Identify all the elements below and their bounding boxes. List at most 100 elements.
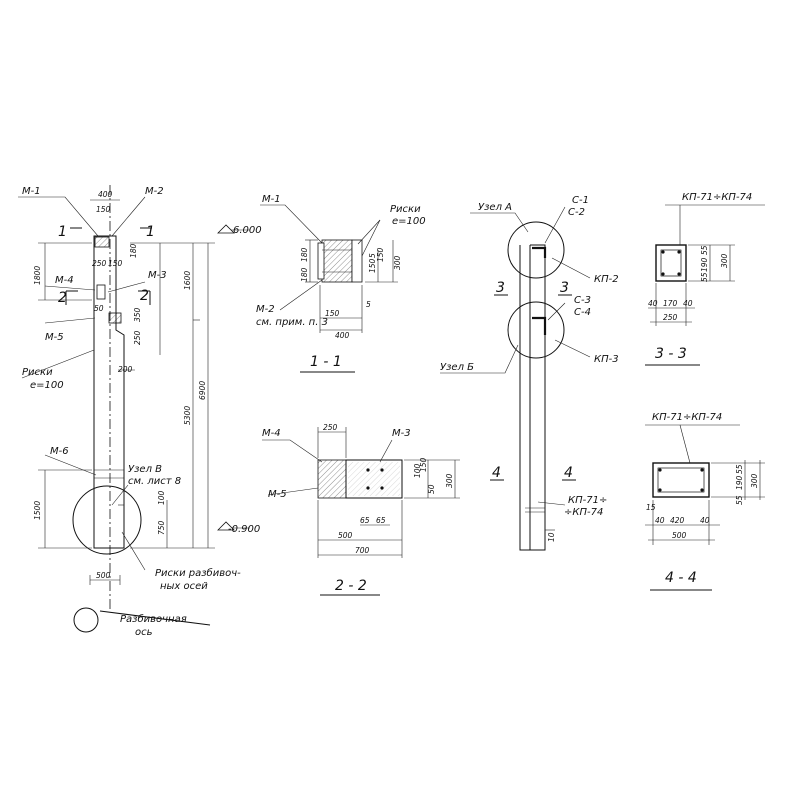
dim: 500 [338,531,353,540]
dim: 500 [672,531,687,540]
section-title-3-3: 3 - 3 [655,346,687,362]
label-m4: М-4 [262,428,281,439]
label-kp: КП-71÷КП-74 [682,192,752,203]
dim: 350 [133,307,142,322]
label-kp71: КП-71÷ [568,495,607,506]
dim: 180 [300,267,309,282]
section-3-3: КП-71÷КП-74 3 - 3 55 190 55 300 40 170 4… [645,192,765,366]
label-m2-note: см. прим. п. 3 [256,317,328,328]
dim: 250 [323,423,338,432]
label-m3: М-3 [148,270,167,281]
section-2-2: М-4 М-3 М-5 2 - 2 250 100 150 50 300 65 … [262,423,460,596]
dim: 190 [700,257,709,272]
label-axis-2: ось [135,627,153,638]
dim: 180 [300,247,309,262]
dim: 170 [663,299,678,308]
label-m1: М-1 [262,194,281,205]
dim: 10 [547,532,556,542]
dim: 15 [646,503,656,512]
dim: 190 [735,475,744,490]
dim: 200 [118,365,133,374]
cut-2-right: 2 [140,288,149,304]
dim: 300 [445,473,454,488]
label-m1: М-1 [22,186,41,197]
dim: 750 [157,520,166,535]
dim: 40 [655,516,665,525]
label-c2: С-2 [568,207,585,218]
label-c3: С-3 [574,295,591,306]
cut-2-left: 2 [58,290,67,306]
cut-3-left: 3 [496,280,505,296]
dim: 400 [335,331,350,340]
dim: 250 [92,259,107,268]
dim: 100 [157,490,166,505]
dim: 150 [376,247,385,262]
dim: 65 [360,516,370,525]
dim: 180 [129,243,138,258]
dim: 5 [366,300,371,309]
dim: 1600 [183,271,192,290]
label-risks: Риски [390,204,421,215]
dim: 400 [98,190,113,199]
dim: 40 [683,299,693,308]
elevation-top: 6.000 [233,225,262,236]
dim: 1800 [33,266,42,285]
label-m2: М-2 [256,304,275,315]
label-axis-risks-2: ных осей [160,581,208,592]
label-node-b: Узел Б [440,362,474,373]
elevation-bottom: -0.900 [228,524,260,535]
side-view: Узел А С-1 С-2 КП-2 С-3 С-4 КП-3 Узел Б … [440,195,619,551]
dim: 150 [368,258,377,273]
section-4-4: КП-71÷КП-74 4 - 4 55 190 55 300 15 40 42… [645,412,765,591]
dim: 150 [108,259,123,268]
dim: 1500 [33,501,42,520]
dim: 40 [700,516,710,525]
dim: 300 [720,253,729,268]
label-m5: М-5 [268,489,287,500]
dim: 55 [700,245,709,255]
label-kp: КП-71÷КП-74 [652,412,722,423]
dim: 420 [670,516,685,525]
dim: 50 [427,484,436,494]
section-title-4-4: 4 - 4 [665,570,697,586]
cut-1-left: 1 [58,224,67,240]
dim: 65 [376,516,386,525]
dim: 100 [413,463,422,478]
dim: 5300 [183,406,192,425]
label-risks-step: е=100 [30,380,64,391]
dim: 250 [133,330,142,345]
cut-3-right: 3 [560,280,569,296]
label-c4: С-4 [574,307,591,318]
column-elevation: М-1 М-2 М-4 М-3 М-5 М-6 Риски е=100 Узел… [18,185,262,638]
dim: 300 [750,473,759,488]
label-risks: Риски [22,367,53,378]
label-m6: М-6 [50,446,69,457]
dim: 55 [735,495,744,505]
label-risks-step: е=100 [392,216,426,227]
label-axis: Разбивочная [120,613,187,625]
label-c1: С-1 [572,195,589,206]
label-kp74: ÷КП-74 [564,507,603,518]
dim: 250 [663,313,678,322]
label-m3: М-3 [392,428,411,439]
dim: 150 [325,309,340,318]
label-node-v-ref: см. лист 8 [128,476,181,487]
label-kp3: КП-3 [594,354,619,365]
dim: 55 [700,272,709,282]
section-title-2-2: 2 - 2 [335,578,367,594]
cut-4-left: 4 [492,465,501,481]
dim: 700 [355,546,370,555]
dim: 150 [419,457,428,472]
dim: 300 [393,255,402,270]
cut-1-right: 1 [146,224,155,240]
dim: 6900 [198,381,207,400]
dim: 150 [96,205,111,214]
dim: 40 [648,299,658,308]
section-1-1: М-1 Риски е=100 М-2 см. прим. п. 3 1 - 1… [256,194,426,373]
cut-4-right: 4 [564,465,573,481]
dim: 55 [735,464,744,474]
label-m5: М-5 [45,332,64,343]
label-m4: М-4 [55,275,74,286]
label-m2: М-2 [145,186,164,197]
